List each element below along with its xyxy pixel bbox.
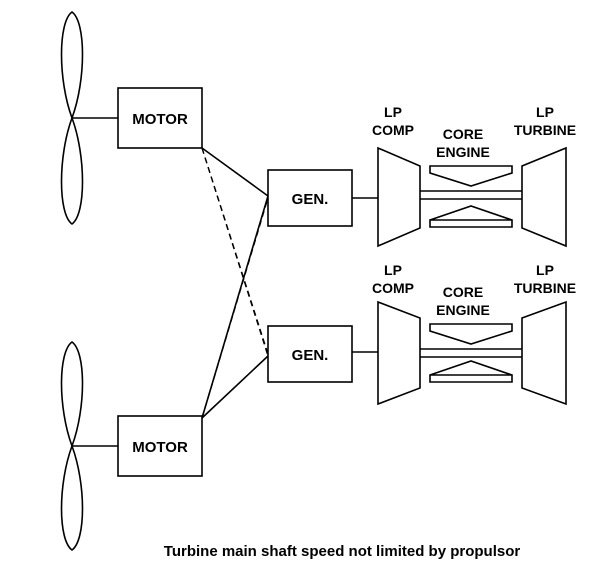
generator-upper: GEN.	[267, 169, 353, 227]
generator-lower-label: GEN.	[292, 347, 329, 364]
cable-motor2-gen2-a	[201, 355, 269, 419]
motor-upper: MOTOR	[117, 87, 203, 149]
engine-lower	[377, 300, 567, 406]
core-lower-line2: ENGINE	[436, 302, 490, 318]
core-top-upper	[429, 165, 513, 187]
core-bottom-upper	[429, 205, 513, 228]
lp-comp-lower-line1: LP	[384, 262, 402, 278]
motor-lower: MOTOR	[117, 415, 203, 477]
electrical-connections	[201, 147, 269, 419]
core-lower-line1: CORE	[443, 284, 483, 300]
generator-lower: GEN.	[267, 325, 353, 383]
lp-turbine-upper	[521, 146, 567, 248]
lp-turbine-lower-line2: TURBINE	[514, 280, 576, 296]
generator-upper-label: GEN.	[292, 191, 329, 208]
motor-upper-label: MOTOR	[132, 111, 188, 128]
lp-turbine-upper-line1: LP	[536, 104, 554, 120]
lp-comp-lower-line2: COMP	[372, 280, 414, 296]
lp-turbine-lower	[521, 300, 567, 406]
lp-comp-upper-line1: LP	[384, 104, 402, 120]
engine-upper	[377, 146, 567, 248]
lp-turbine-lower-line1: LP	[536, 262, 554, 278]
cable-motor1-gen1-a	[201, 147, 269, 197]
core-top-lower	[429, 323, 513, 345]
cable-motor2-gen1-dashed	[201, 197, 269, 419]
motor-lower-label: MOTOR	[132, 439, 188, 456]
cable-motor1-gen2-dashed-b	[201, 147, 269, 355]
lp-turbine-upper-line2: TURBINE	[514, 122, 576, 138]
core-upper-line1: CORE	[443, 126, 483, 142]
core-bottom-lower	[429, 360, 513, 383]
main-shaft-lower	[420, 348, 522, 358]
core-upper-line2: ENGINE	[436, 144, 490, 160]
lp-compressor-lower	[377, 300, 421, 406]
diagram-caption: Turbine main shaft speed not limited by …	[164, 543, 521, 560]
lp-comp-upper-line2: COMP	[372, 122, 414, 138]
main-shaft-upper	[420, 190, 522, 200]
lp-compressor-upper	[377, 146, 421, 248]
